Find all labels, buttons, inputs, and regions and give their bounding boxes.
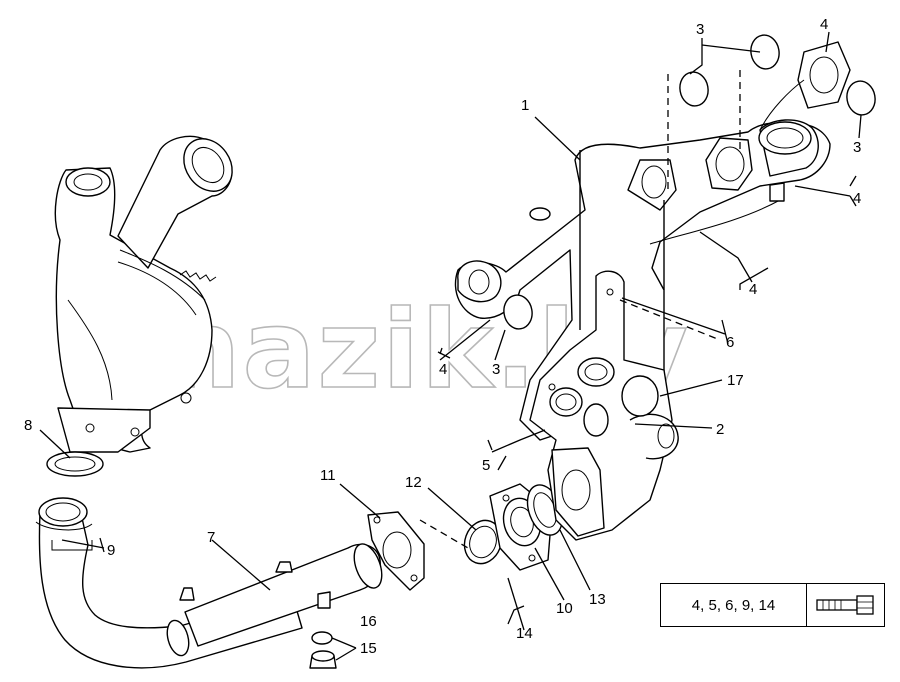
callout-7: 7 bbox=[207, 529, 215, 546]
callout-4-left: 4 bbox=[439, 361, 447, 378]
callout-3-right: 3 bbox=[853, 139, 861, 156]
callout-13: 13 bbox=[589, 591, 606, 608]
bolt-icon bbox=[807, 584, 884, 626]
o-ring-part-3-a bbox=[679, 71, 709, 107]
o-ring-part-12 bbox=[463, 519, 503, 565]
callout-4-top: 4 bbox=[820, 16, 828, 33]
plug-bolt-part-15 bbox=[309, 650, 337, 669]
callout-5: 5 bbox=[482, 457, 490, 474]
callout-6: 6 bbox=[726, 334, 734, 351]
callout-11: 11 bbox=[320, 467, 336, 484]
callout-4-lower: 4 bbox=[749, 281, 757, 298]
o-ring-part-17 bbox=[621, 375, 659, 417]
alignment-lines bbox=[419, 70, 741, 549]
callout-3-mid: 3 bbox=[492, 361, 500, 378]
callout-8: 8 bbox=[24, 417, 32, 434]
fastener-legend: 4, 5, 6, 9, 14 bbox=[660, 583, 885, 627]
callout-14: 14 bbox=[516, 625, 533, 642]
seal-ring-part-8 bbox=[46, 451, 104, 477]
callout-3-top: 3 bbox=[696, 21, 704, 38]
o-ring-part-3-d bbox=[503, 294, 533, 330]
gasket-part-11 bbox=[367, 511, 425, 591]
callout-4-right: 4 bbox=[853, 190, 861, 207]
o-ring-part-3-b bbox=[750, 34, 780, 70]
oil-tube-part-7 bbox=[184, 543, 383, 647]
callout-1: 1 bbox=[521, 97, 529, 114]
washer-part-16 bbox=[311, 631, 333, 645]
manifold-part-1 bbox=[454, 41, 851, 441]
callout-16: 16 bbox=[360, 613, 377, 630]
callout-17: 17 bbox=[727, 372, 744, 389]
callout-15: 15 bbox=[360, 640, 377, 657]
callout-2: 2 bbox=[716, 421, 724, 438]
callout-10: 10 bbox=[556, 600, 573, 617]
callout-9: 9 bbox=[107, 542, 115, 559]
callout-12: 12 bbox=[405, 474, 422, 491]
callout-labels: 1 2 3 3 3 3 4 4 4 4 5 6 17 8 9 7 11 12 1… bbox=[24, 16, 861, 657]
turbocharger-part bbox=[54, 135, 233, 453]
o-ring-part-3-c bbox=[846, 80, 876, 116]
legend-part-numbers: 4, 5, 6, 9, 14 bbox=[661, 584, 807, 626]
leader-lines bbox=[39, 31, 862, 661]
